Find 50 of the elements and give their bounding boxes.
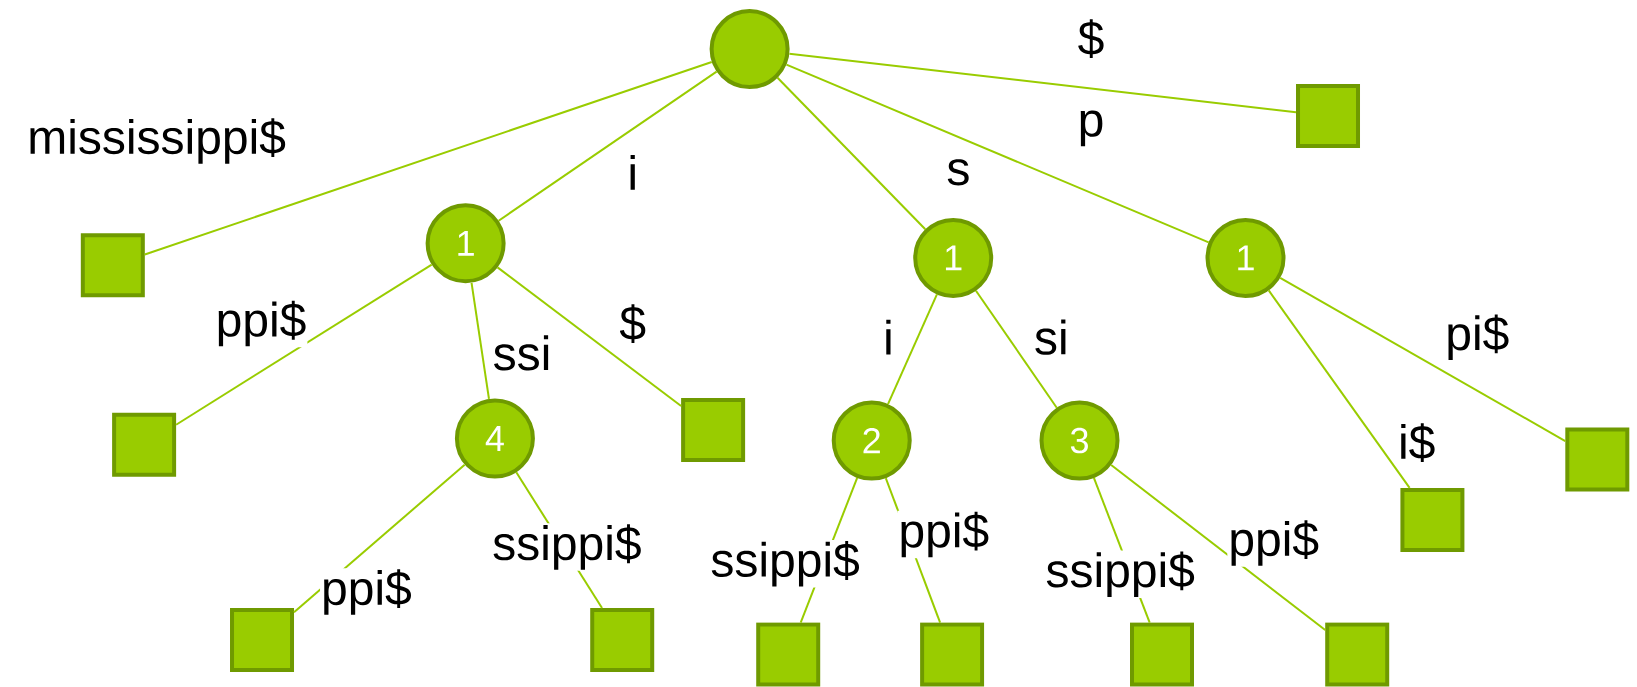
edge-label: ppi$ [897,510,991,559]
edge-label: ppi$ [214,299,308,348]
edge-label: i [626,153,640,191]
edge-line [175,263,433,426]
edge-label: $ [618,303,648,345]
edge-label: i$ [1397,422,1437,464]
edge-label: ppi$ [1227,519,1321,567]
edge-label: mississippi$ [26,117,287,165]
leaf-square [230,608,294,672]
edge-label: ssippi$ [1044,550,1196,598]
edge-label: $ [1076,18,1106,60]
edge-label: p [1076,109,1106,148]
circle-node: 1 [1205,217,1286,298]
circle-node: 2 [831,400,912,481]
circle-node: 1 [425,203,506,284]
leaf-square [1130,622,1194,687]
edge-label: ssi [491,334,553,372]
edge-label: ssippi$ [709,540,861,588]
edge-line [497,70,718,222]
edge-label: s [945,158,972,187]
leaf-square [920,622,985,687]
edge-label: ppi$ [320,568,413,616]
leaf-square [1296,83,1360,148]
edge-line [1267,289,1411,489]
edge-label: ssippi$ [491,523,643,571]
edge-line [496,266,683,407]
edge-line [143,60,713,256]
edge-line [974,289,1058,409]
leaf-square [1400,487,1465,552]
edge-line [788,52,1297,114]
edge-line [776,76,927,231]
edge-line [887,293,938,406]
leaf-square [80,233,145,298]
leaf-square [112,412,177,477]
circle-node [709,9,790,90]
edge-line [1279,276,1567,443]
edge-line [470,281,490,400]
leaf-square [756,622,821,687]
leaf-square [590,608,655,672]
edge-line [1110,464,1327,632]
circle-node: 3 [1039,400,1120,481]
circle-node: 4 [454,398,535,479]
circle-node: 1 [913,217,994,298]
leaf-square [1565,427,1630,492]
edge-line [785,63,1210,244]
leaf-square [681,398,746,463]
edge-label: pi$ [1444,313,1511,361]
leaf-square [1325,622,1390,687]
edge-label: i [882,318,895,356]
edge-label: si [1033,318,1070,356]
